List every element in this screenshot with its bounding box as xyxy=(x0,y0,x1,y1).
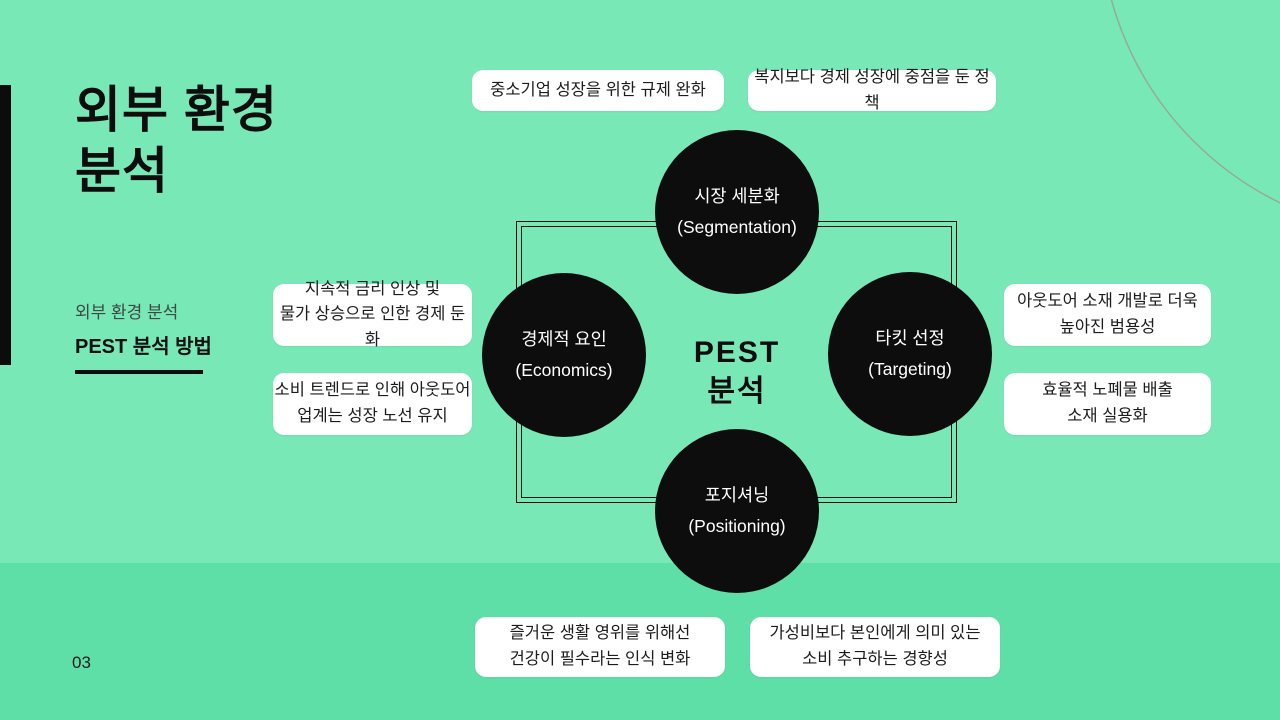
note-consumption-trend: 소비 트렌드로 인해 아웃도어 업계는 성장 노선 유지 xyxy=(273,373,472,435)
subtitle-small: 외부 환경 분석 xyxy=(75,303,179,322)
note-regulation-easing: 중소기업 성장을 위한 규제 완화 xyxy=(472,70,724,111)
note-health-awareness: 즐거운 생활 영위를 위해선 건강이 필수라는 인식 변화 xyxy=(475,617,725,677)
subtitle-underline xyxy=(75,370,203,374)
note-outdoor-material: 아웃도어 소재 개발로 더욱 높아진 범용성 xyxy=(1004,284,1211,346)
page-number: 03 xyxy=(72,653,91,672)
note-waste-material: 효율적 노폐물 배출 소재 실용화 xyxy=(1004,373,1211,435)
diagram-center-label: PEST 분석 xyxy=(693,336,781,408)
subtitle-block: 외부 환경 분석 PEST 분석 방법 xyxy=(75,298,212,374)
circle-economics: 경제적 요인 (Economics) xyxy=(482,273,646,437)
circle-segmentation: 시장 세분화 (Segmentation) xyxy=(655,130,819,294)
left-accent-bar xyxy=(0,85,11,365)
circle-targeting: 타킷 선정 (Targeting) xyxy=(828,272,992,436)
note-meaningful-consumption: 가성비보다 본인에게 의미 있는 소비 추구하는 경향성 xyxy=(750,617,1000,677)
note-growth-policy: 복지보다 경제 성장에 중점을 둔 정책 xyxy=(748,68,996,112)
subtitle-bold: PEST 분석 방법 xyxy=(75,336,212,358)
note-interest-inflation: 지속적 금리 인상 및 물가 상승으로 인한 경제 둔화 xyxy=(273,280,472,349)
circle-positioning: 포지셔닝 (Positioning) xyxy=(655,429,819,593)
page-title: 외부 환경 분석 xyxy=(75,82,278,199)
decorative-circle-outline xyxy=(1110,0,1280,204)
